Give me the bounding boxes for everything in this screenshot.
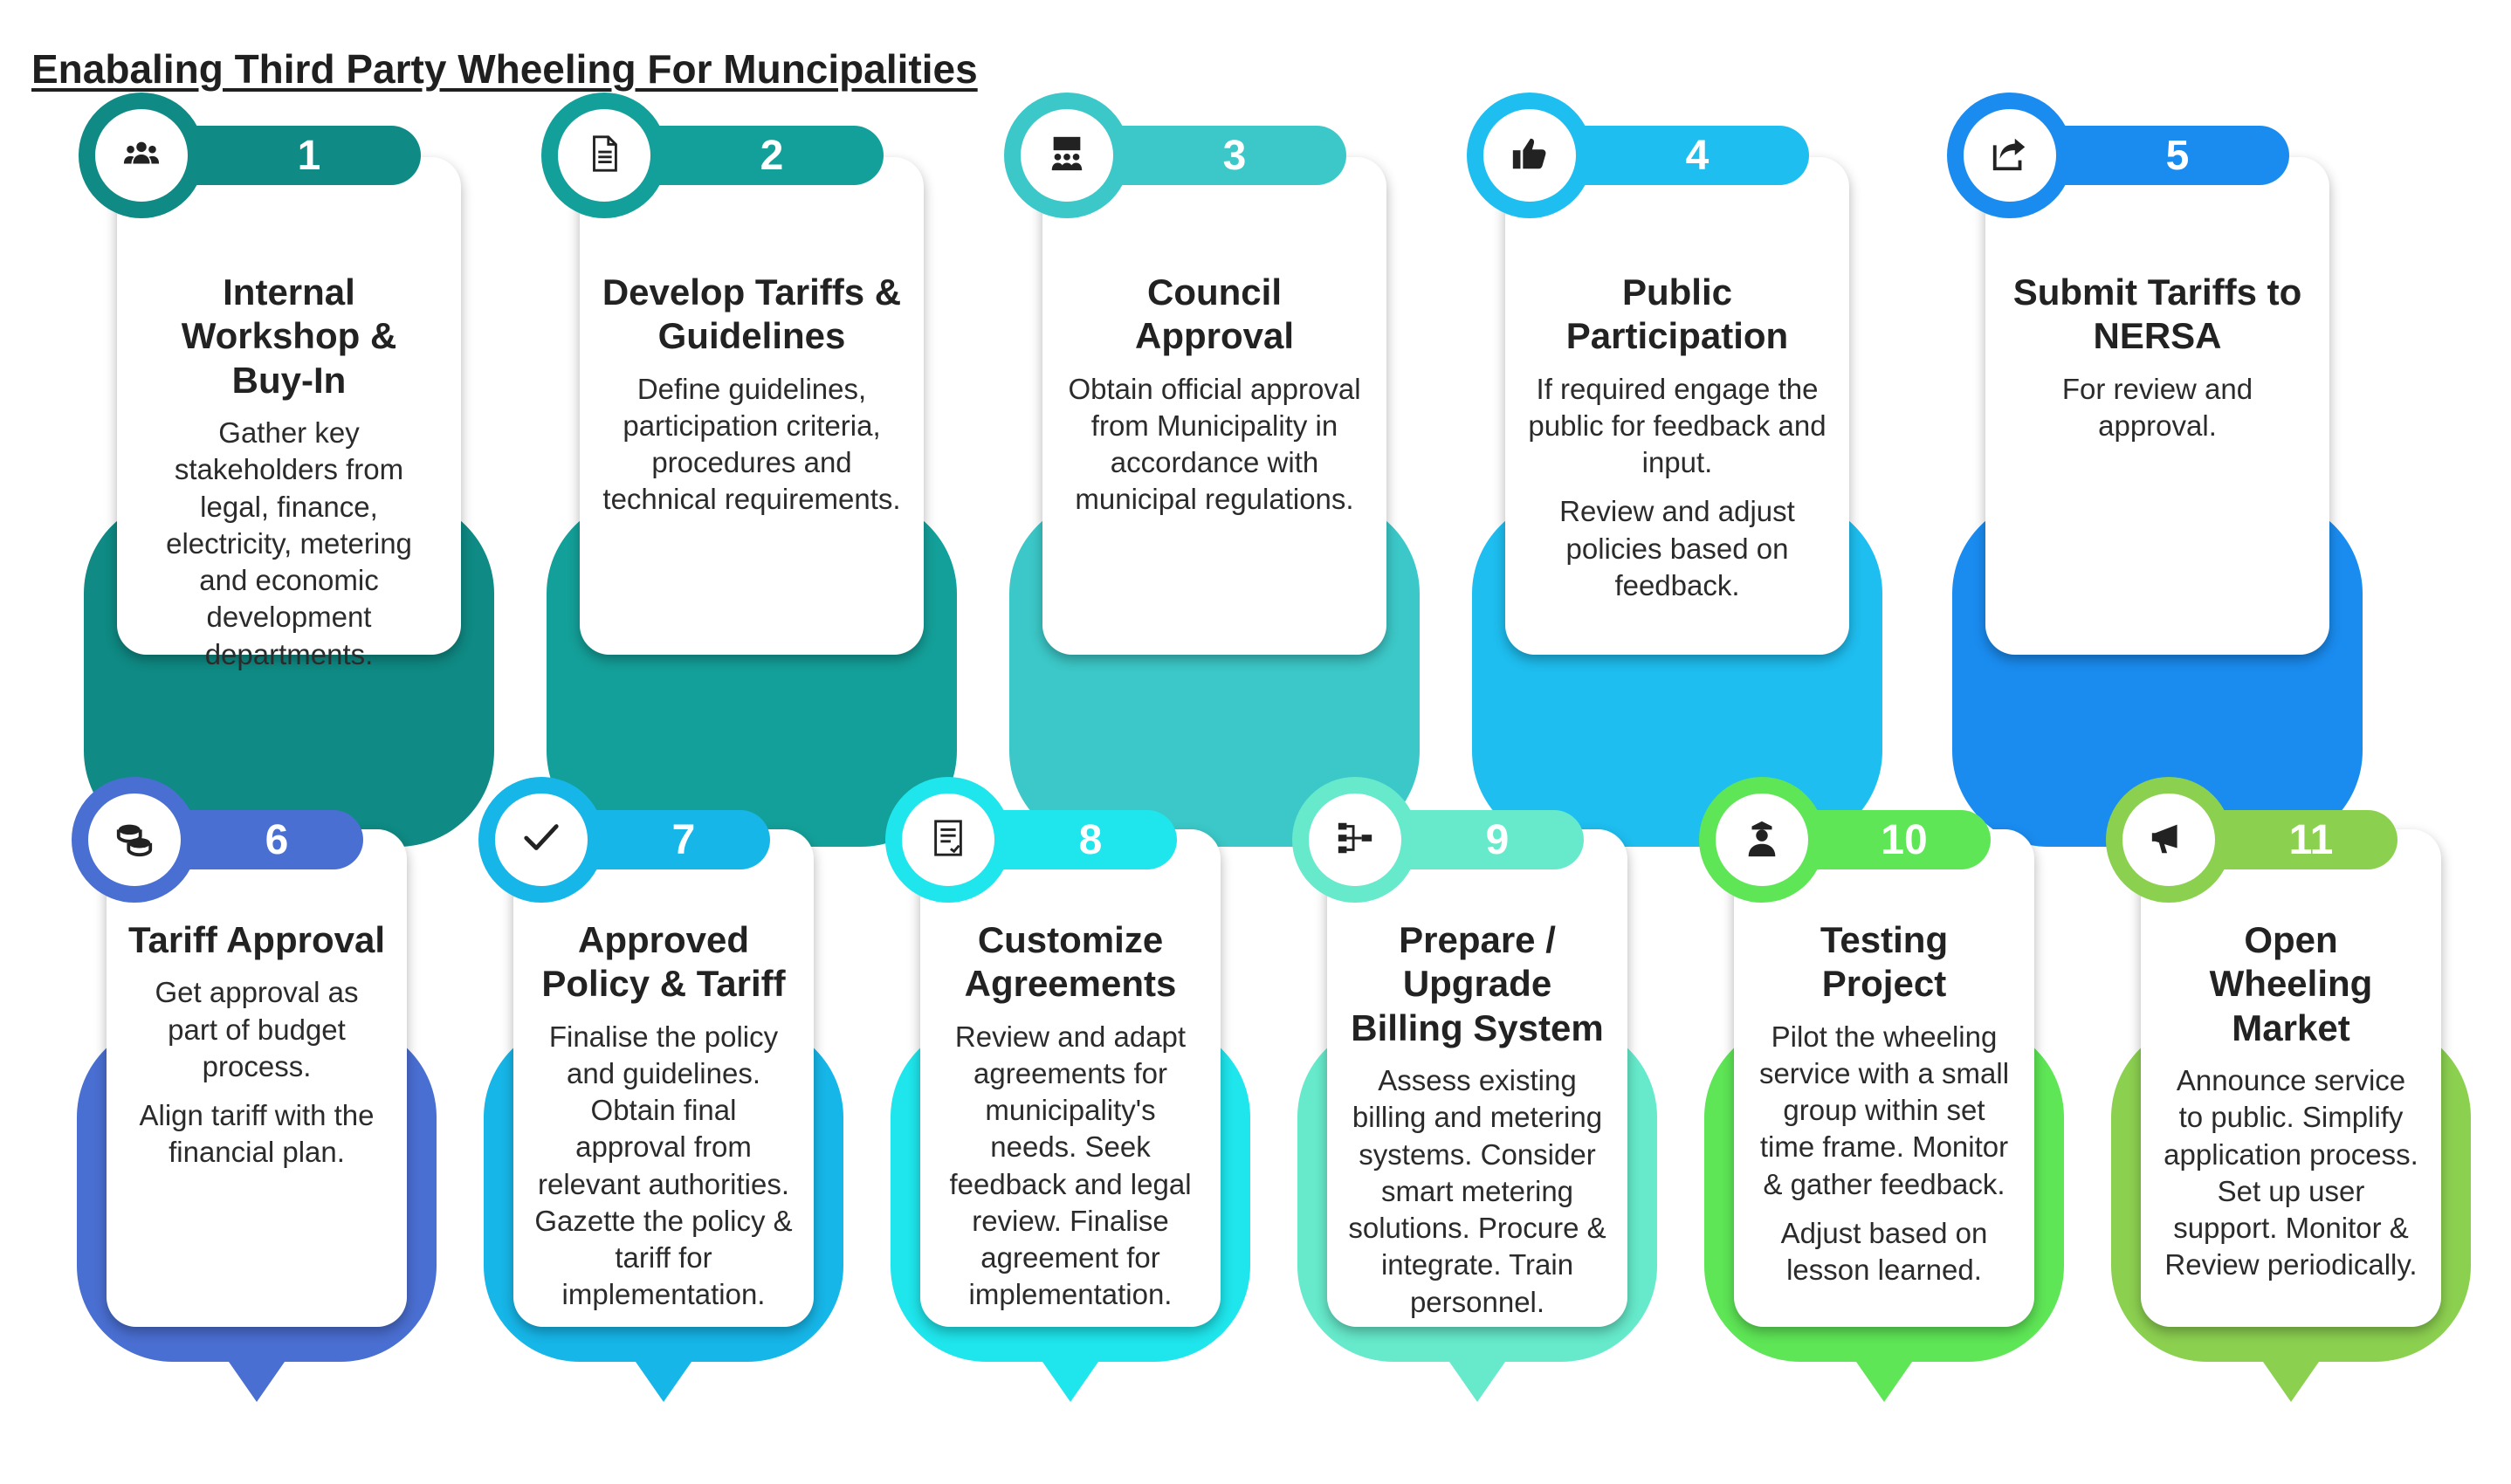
step-icon-ring [478, 777, 604, 903]
step-number: 11 [2288, 816, 2334, 863]
step-description: For review and approval. [2061, 372, 2253, 443]
step-description: Finalise the policy and guidelines. Obta… [534, 1020, 793, 1311]
step-card-pointer [2129, 698, 2185, 739]
step-number: 1 [297, 132, 321, 179]
step-icon-ring [1699, 777, 1825, 903]
step-number: 6 [265, 816, 289, 863]
step-card-pointer [1856, 1362, 1912, 1402]
step-icon-ring [72, 777, 197, 903]
step-number: 2 [760, 132, 784, 179]
step-card-pointer [2263, 1362, 2319, 1402]
step-icon-ring [1947, 93, 2073, 218]
people-icon [121, 134, 162, 178]
step-card-pointer [724, 698, 780, 739]
step-description: Assess existing billing and metering sys… [1348, 1064, 1606, 1318]
step-description: Adjust based on lesson learned. [1780, 1216, 1988, 1287]
step-description: Define guidelines, participation criteri… [602, 372, 901, 516]
document-icon [584, 134, 624, 178]
step-icon-ring [1004, 93, 1130, 218]
step-description: Announce service to public. Simplify app… [2164, 1064, 2418, 1281]
coins-icon [114, 818, 155, 862]
flowchart-icon [1335, 818, 1375, 862]
step-title: Develop Tariffs & Guidelines [602, 271, 902, 357]
step-icon-ring [2106, 777, 2232, 903]
step-title: Internal Workshop & Buy-In [181, 271, 397, 401]
page-title: Enabaling Third Party Wheeling For Munci… [31, 46, 978, 92]
step-card-content: Public Participation If required engage t… [1505, 157, 1849, 655]
step-card-pointer [261, 698, 317, 739]
step-title: Prepare / Upgrade Billing System [1351, 919, 1604, 1048]
step-card-pointer [1449, 1362, 1505, 1402]
step-card-pointer [229, 1362, 285, 1402]
step-card-content: Submit Tariffs to NERSA For review and ap… [1985, 157, 2329, 655]
share-icon [1990, 134, 2030, 178]
step-title: Testing Project [1820, 919, 1949, 1005]
step-number: 4 [1685, 132, 1710, 179]
step-icon-ring [885, 777, 1011, 903]
officer-icon [1742, 818, 1782, 862]
step-title: Approved Policy & Tariff [541, 919, 786, 1005]
step-description: Review and adjust policies based on feed… [1559, 495, 1795, 601]
step-number: 10 [1881, 816, 1928, 863]
step-icon-ring [1292, 777, 1418, 903]
step-number: 7 [671, 816, 696, 863]
step-title: Council Approval [1134, 271, 1295, 357]
step-card-pointer [1187, 698, 1242, 739]
step-description: Pilot the wheeling service with a small … [1758, 1020, 2010, 1200]
step-title: Submit Tariffs to NERSA [2012, 271, 2302, 357]
step-number: 5 [2165, 132, 2190, 179]
step-description: Obtain official approval from Municipali… [1068, 372, 1361, 516]
step-card-pointer [1649, 698, 1705, 739]
step-description: Get approval as part of budget process. [155, 976, 359, 1082]
checkmark-icon [521, 818, 561, 862]
step-number: 9 [1485, 816, 1510, 863]
step-title: Tariff Approval [127, 919, 386, 960]
thumbs-up-icon [1510, 134, 1550, 178]
step-icon-ring [541, 93, 667, 218]
step-icon-ring [79, 93, 204, 218]
step-description: Align tariff with the financial plan. [139, 1099, 375, 1169]
step-card-pointer [636, 1362, 691, 1402]
step-number: 8 [1078, 816, 1103, 863]
step-title: Open Wheeling Market [2209, 919, 2373, 1048]
step-description: Gather key stakeholders from legal, fina… [166, 416, 412, 670]
announcement-icon [2149, 818, 2189, 862]
step-title: Public Participation [1565, 271, 1789, 357]
council-meeting-icon [1047, 134, 1087, 178]
step-title: Customize Agreements [964, 919, 1177, 1005]
step-card-pointer [1042, 1362, 1098, 1402]
step-description: Review and adapt agreements for municipa… [949, 1020, 1192, 1311]
step-icon-ring [1467, 93, 1593, 218]
step-number: 3 [1222, 132, 1247, 179]
agreement-icon [928, 818, 968, 862]
step-description: If required engage the public for feedba… [1528, 372, 1826, 479]
